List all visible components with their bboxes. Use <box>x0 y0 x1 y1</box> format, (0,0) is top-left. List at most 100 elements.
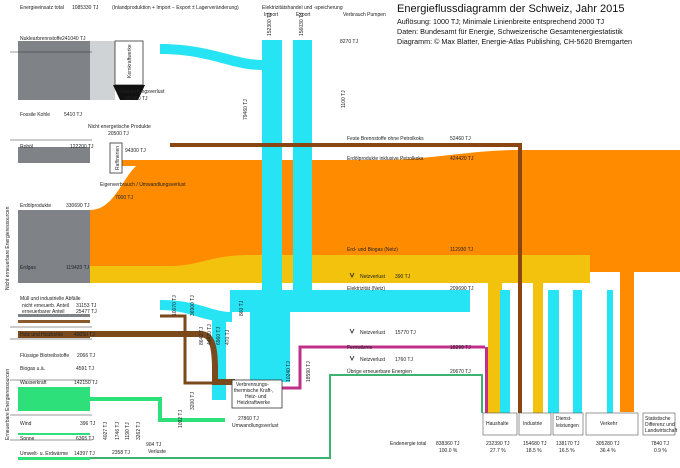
biogas-label: Biogas u.ä. <box>20 366 45 372</box>
gas-value: 119420 TJ <box>66 265 90 271</box>
industry-value: 154680 TJ <box>523 441 547 447</box>
final-energy-pct: 100.0 % <box>439 448 458 454</box>
gas-to-industry <box>533 262 543 413</box>
households-pct: 27.7 % <box>490 448 506 454</box>
export-label: Export <box>296 12 311 18</box>
solid-fuels-value: 52460 TJ <box>450 136 471 142</box>
crude-oil-block <box>18 147 90 163</box>
nuclear-plant-label: Kernkraftwerke <box>127 44 133 78</box>
transport-value: 305280 TJ <box>596 441 620 447</box>
flow-value: 470 TJ <box>225 329 231 345</box>
wood-value: 40050 TJ <box>74 332 95 338</box>
pump-value: 8270 TJ <box>340 39 358 45</box>
nuclear-loss-arrow <box>113 85 145 100</box>
renewable-side-label: Erneuerbare Energieressourcen <box>5 369 11 440</box>
consumer-industry <box>518 412 552 436</box>
oil-products-label: Erdölprodukte <box>20 203 51 209</box>
subtitle-line-1: Auflösung: 1000 TJ; Minimale Linienbreit… <box>397 17 605 26</box>
own-use-label: Eigenverbrauch / Umwandlungsverlust <box>100 182 186 188</box>
refinery-output-value: 94300 TJ <box>125 148 146 154</box>
waste-renewable-block <box>18 320 90 323</box>
wood-flow <box>90 331 235 385</box>
consumer-households <box>482 412 518 436</box>
final-energy-value: 838360 TJ <box>436 441 460 447</box>
transport-pct: 36.4 % <box>600 448 616 454</box>
ambient-value: 14397 TJ <box>74 451 95 457</box>
consumer-statistical <box>642 412 676 436</box>
flow-value: 1190 TJ <box>125 422 131 440</box>
energy-input-note: (Inlandproduktion + Import − Export ± La… <box>112 5 239 11</box>
pump-label: Verbrauch Pumpen <box>343 12 386 18</box>
flow-value: 1092 TJ <box>178 410 184 428</box>
nuclear-electricity-value: 79460 TJ <box>243 99 249 120</box>
biofuel-value: 2066 TJ <box>77 353 95 359</box>
households-label: Haushalte <box>486 421 509 427</box>
electricity-to-transport <box>607 290 613 413</box>
consumer-services <box>552 412 584 436</box>
gas-loss-value: 390 TJ <box>395 274 411 280</box>
coal-value: 5410 TJ <box>64 112 82 118</box>
waste-nonrenewable-value: 31153 TJ <box>76 303 97 309</box>
wood-block <box>18 331 90 338</box>
flow-value: 3262 TJ <box>136 422 142 440</box>
own-use-value: 7000 TJ <box>115 195 133 201</box>
households-value: 232390 TJ <box>486 441 510 447</box>
flow-value: 44420 TJ <box>207 324 213 345</box>
refinery-oil-link <box>120 160 160 166</box>
losses-label: Verluste <box>148 449 166 455</box>
hydro-block <box>18 387 90 411</box>
flow-value: 860 TJ <box>239 300 245 316</box>
diagram-title: Energieflussdiagramm der Schweiz, Jahr 2… <box>397 3 624 15</box>
district-heat-flow <box>280 345 485 390</box>
down-arrow-icon <box>349 328 355 334</box>
oil-products-value: 330690 TJ <box>66 203 90 209</box>
refinery-box <box>109 142 123 174</box>
crude-oil-label: Rohöl <box>20 144 33 150</box>
natural-gas-block <box>18 266 90 283</box>
wood-label: Holz und Holzkohle <box>20 332 63 338</box>
waste-renewable-value: 25477 TJ <box>76 309 97 315</box>
nuclear-loss-value: 160400 TJ <box>124 96 148 102</box>
non-energy-value: 20500 TJ <box>108 131 129 137</box>
plant-title-1: Verbrennungs- <box>236 382 269 388</box>
flow-value: 18590 TJ <box>306 361 312 382</box>
el-loss-label: Netzverlust <box>360 330 386 336</box>
electricity-to-households <box>500 290 510 413</box>
nuclear-fuel-label: Nuklearbrennstoffe <box>20 36 62 42</box>
down-arrow-icon <box>349 272 355 278</box>
biogas-value: 4591 TJ <box>76 366 94 372</box>
plant-title-4: Heizkraftwerke <box>237 400 270 406</box>
energy-input-label: Energieeinsatz total <box>20 5 64 11</box>
solid-fuels-flow <box>170 143 522 413</box>
plant-title-2: thermische Kraft-, <box>234 388 273 394</box>
oil-incl-label: Erdölprodukte inklusive Petrolkoks <box>347 156 424 162</box>
gas-net-label: Erd- und Biogas (Netz) <box>347 247 398 253</box>
electricity-net <box>230 290 470 312</box>
export-value: 156030 TJ <box>299 12 305 36</box>
oil-incl-value: 424420 TJ <box>450 156 474 162</box>
waste-flow <box>160 314 230 385</box>
biofuel-label: Flüssige Biotreibstoffe <box>20 353 69 359</box>
oil-products-block <box>18 210 90 266</box>
dh-loss-value: 1760 TJ <box>395 357 413 363</box>
wind-label: Wind <box>20 421 32 427</box>
import-column <box>262 40 282 290</box>
losses-value: 904 TJ <box>146 442 162 448</box>
statistical-label-1: Statistische <box>645 416 671 422</box>
nuclear-electricity-out <box>160 44 262 70</box>
flow-value: 1746 TJ <box>115 422 121 440</box>
flow-value: 10240 TJ <box>286 361 292 382</box>
district-heat-down <box>485 347 488 413</box>
down-arrow-icon <box>349 355 355 361</box>
statistical-label-2: Differenz und <box>645 422 675 428</box>
final-energy-label: Endenergie total <box>390 441 426 447</box>
nuclear-loss-label: Umwandlungsverlust <box>118 89 165 95</box>
electricity-net-label: Elektrizität (Netz) <box>347 286 385 292</box>
ambient-heat-block <box>18 457 90 460</box>
electricity-to-industry <box>548 290 559 413</box>
services-value: 138170 TJ <box>556 441 580 447</box>
nuclear-fuel-value: 241040 TJ <box>62 36 86 42</box>
gas-to-households <box>488 255 502 413</box>
dh-loss-label: Netzverlust <box>360 357 386 363</box>
flow-value: 3200 TJ <box>190 392 196 410</box>
